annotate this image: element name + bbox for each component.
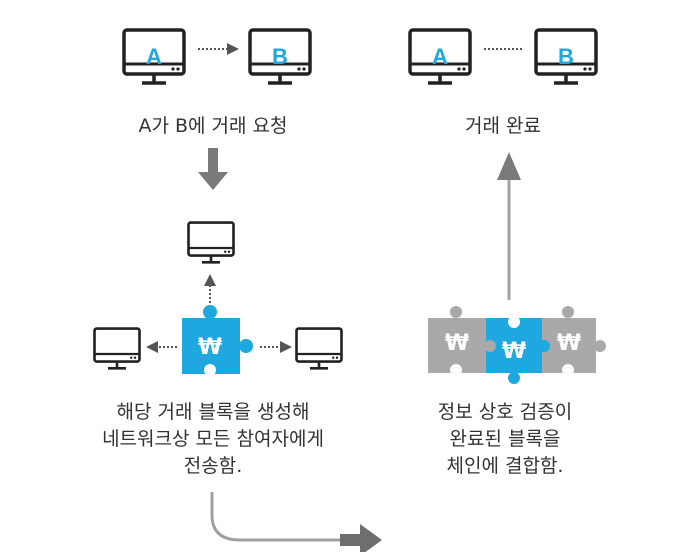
- step2-caption-line-1: 해당 거래 블록을 생성해: [117, 401, 310, 423]
- monitor-right: [295, 327, 343, 370]
- monitor-b-label: B: [272, 44, 288, 69]
- up-arrow-icon: [497, 152, 521, 180]
- monitor-a-final: A: [408, 28, 472, 85]
- won-symbol: ₩: [445, 331, 469, 356]
- won-symbol: ₩: [557, 331, 581, 356]
- monitor-a-label: A: [432, 44, 448, 69]
- won-symbol: ₩: [198, 335, 222, 360]
- down-arrow-icon: [198, 148, 228, 190]
- right-arrow-icon: [340, 524, 382, 552]
- block-chain-icon: ₩ ₩ ₩: [428, 306, 606, 384]
- block-puzzle-icon: ₩: [182, 305, 253, 376]
- step4-caption: 거래 완료: [465, 115, 541, 137]
- monitor-top: [187, 221, 235, 264]
- connector-line: [210, 492, 345, 542]
- monitor-b-final: B: [534, 28, 598, 85]
- monitor-b-label: B: [558, 44, 574, 69]
- step3-caption-line-2: 완료된 블록을: [450, 428, 561, 450]
- step3-caption-line-3: 체인에 결합함.: [447, 455, 564, 477]
- step1-caption: A가 B에 거래 요청: [138, 115, 287, 137]
- step2-caption-line-2: 네트워크상 모든 참여자에게: [102, 428, 324, 450]
- monitor-left: [93, 327, 141, 370]
- monitor-a: A: [122, 28, 186, 85]
- monitor-a-label: A: [146, 44, 162, 69]
- won-symbol: ₩: [502, 339, 526, 364]
- monitor-b: B: [248, 28, 312, 85]
- step2-caption-line-3: 전송함.: [184, 455, 242, 477]
- step3-caption-line-1: 정보 상호 검증이: [438, 401, 572, 423]
